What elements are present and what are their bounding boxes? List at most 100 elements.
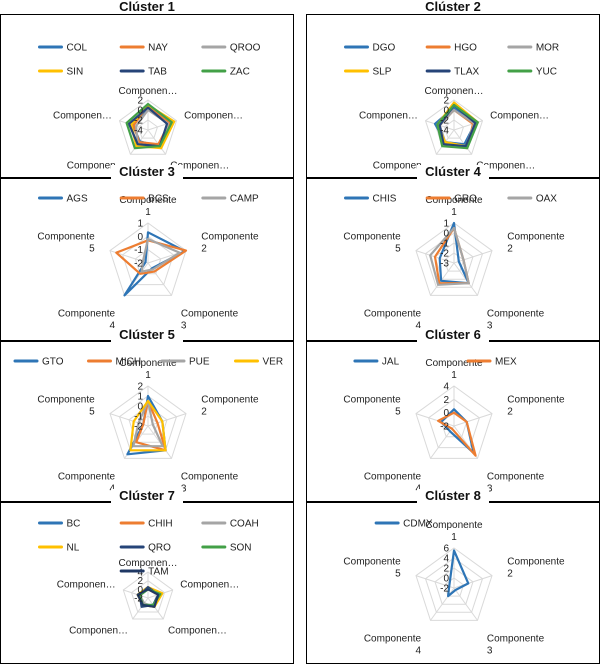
radar-chart-2: 20-2-4Componen…Componen…Componen…Compone… bbox=[344, 43, 559, 172]
tick-label: -2 bbox=[134, 116, 143, 127]
axis-label: Componen… bbox=[184, 110, 243, 121]
legend-label-cdmx: CDMX bbox=[403, 519, 433, 530]
tick-label: 2 bbox=[137, 576, 143, 587]
radar-gridline bbox=[128, 405, 168, 443]
axis-label: Componen… bbox=[373, 161, 432, 172]
legend-label-gro: GRO bbox=[454, 194, 477, 205]
series-ver-line bbox=[129, 399, 167, 452]
radar-gridline bbox=[109, 222, 187, 296]
legend-label-slp: SLP bbox=[373, 67, 392, 78]
radar-gridline bbox=[424, 557, 484, 613]
tick-label: 1 bbox=[443, 219, 449, 230]
legend-label-tab: TAB bbox=[148, 67, 167, 78]
tick-label: 2 bbox=[137, 96, 143, 107]
radar-spoke bbox=[132, 597, 149, 620]
axis-label: Componen… bbox=[119, 86, 178, 97]
legend-label-camp: CAMP bbox=[230, 194, 259, 205]
tick-label: -2 bbox=[440, 249, 449, 260]
legend-label-qro: QRO bbox=[148, 543, 171, 554]
tick-label: 4 bbox=[137, 568, 143, 579]
chart-title: Clúster 2 bbox=[425, 0, 481, 14]
legend-label-nay: NAY bbox=[148, 43, 168, 54]
radar-spoke bbox=[415, 575, 455, 589]
series-tlax-line bbox=[438, 103, 477, 148]
series-nay-line bbox=[132, 103, 171, 146]
radar-gridline bbox=[134, 249, 162, 275]
axis-label: Componen… bbox=[425, 86, 484, 97]
radar-spoke bbox=[147, 129, 167, 155]
legend-label-nl: NL bbox=[67, 543, 80, 554]
tick-label: -2 bbox=[440, 116, 449, 127]
radar-spoke bbox=[109, 413, 149, 427]
tick-label: 0 bbox=[443, 106, 449, 117]
radar-gridline bbox=[434, 242, 474, 280]
legend-label-tam: TAM bbox=[148, 567, 168, 578]
radar-spoke bbox=[430, 262, 455, 296]
tick-label: -3 bbox=[440, 259, 449, 270]
radar-chart-7: 420-2Componen…Componen…Componen…Componen… bbox=[38, 519, 259, 637]
radar-gridline bbox=[434, 567, 474, 605]
tick-label: 2 bbox=[137, 382, 143, 393]
radar-gridline bbox=[118, 99, 178, 155]
radar-gridline bbox=[109, 385, 187, 459]
radar-spoke bbox=[415, 413, 455, 427]
tick-label: -2 bbox=[134, 594, 143, 605]
legend-label-qroo: QROO bbox=[230, 43, 261, 54]
series-zac-line bbox=[125, 102, 173, 150]
tick-label: 4 bbox=[443, 382, 449, 393]
tick-label: 0 bbox=[137, 232, 143, 243]
radar-spoke bbox=[147, 413, 187, 427]
radar-gridline bbox=[443, 119, 465, 139]
series-tab-line bbox=[127, 106, 169, 148]
series-tam-line bbox=[136, 588, 160, 608]
tick-label: -2 bbox=[440, 422, 449, 433]
tick-label: 0 bbox=[137, 402, 143, 413]
radar-spoke bbox=[147, 597, 164, 620]
radar-gridline bbox=[424, 99, 484, 155]
legend-label-chis: CHIS bbox=[373, 194, 397, 205]
radar-spoke bbox=[453, 413, 493, 427]
tick-label: -4 bbox=[134, 126, 143, 137]
axis-label: Componen… bbox=[53, 110, 112, 121]
radar-spoke bbox=[453, 587, 478, 621]
legend-label-coah: COAH bbox=[230, 519, 259, 530]
axis-label: Componen… bbox=[170, 161, 229, 172]
legend-label-dgo: DGO bbox=[373, 43, 396, 54]
series-camp-line bbox=[140, 237, 181, 273]
legend-label-bc: BC bbox=[67, 519, 81, 530]
radar-gridline bbox=[122, 571, 174, 620]
tick-label: -2 bbox=[134, 422, 143, 433]
tick-label: 2 bbox=[443, 564, 449, 575]
axis-label: Componen… bbox=[69, 626, 128, 637]
tick-label: 2 bbox=[443, 395, 449, 406]
tick-label: -4 bbox=[440, 126, 449, 137]
axis-label: Componen… bbox=[57, 580, 116, 591]
tick-label: -2 bbox=[440, 584, 449, 595]
tick-label: 1 bbox=[137, 392, 143, 403]
series-mex-line bbox=[437, 411, 477, 457]
series-chis-line bbox=[438, 221, 470, 285]
